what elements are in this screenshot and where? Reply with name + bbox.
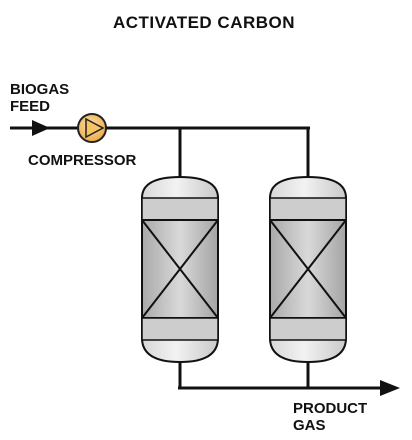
feed-arrow-icon xyxy=(32,120,50,136)
feed-label-line2: FEED xyxy=(10,98,50,115)
diagram-title: ACTIVATED CARBON xyxy=(113,13,295,32)
adsorber-vessel-2 xyxy=(269,175,347,364)
feed-label-line1: BIOGAS xyxy=(10,81,69,98)
compressor-icon xyxy=(77,113,107,143)
product-label-line1: PRODUCT xyxy=(293,400,367,417)
compressor-label: COMPRESSOR xyxy=(28,152,137,169)
adsorber-vessel-1 xyxy=(141,175,219,364)
product-arrow-icon xyxy=(380,380,400,396)
product-label-line2: GAS xyxy=(293,417,326,434)
